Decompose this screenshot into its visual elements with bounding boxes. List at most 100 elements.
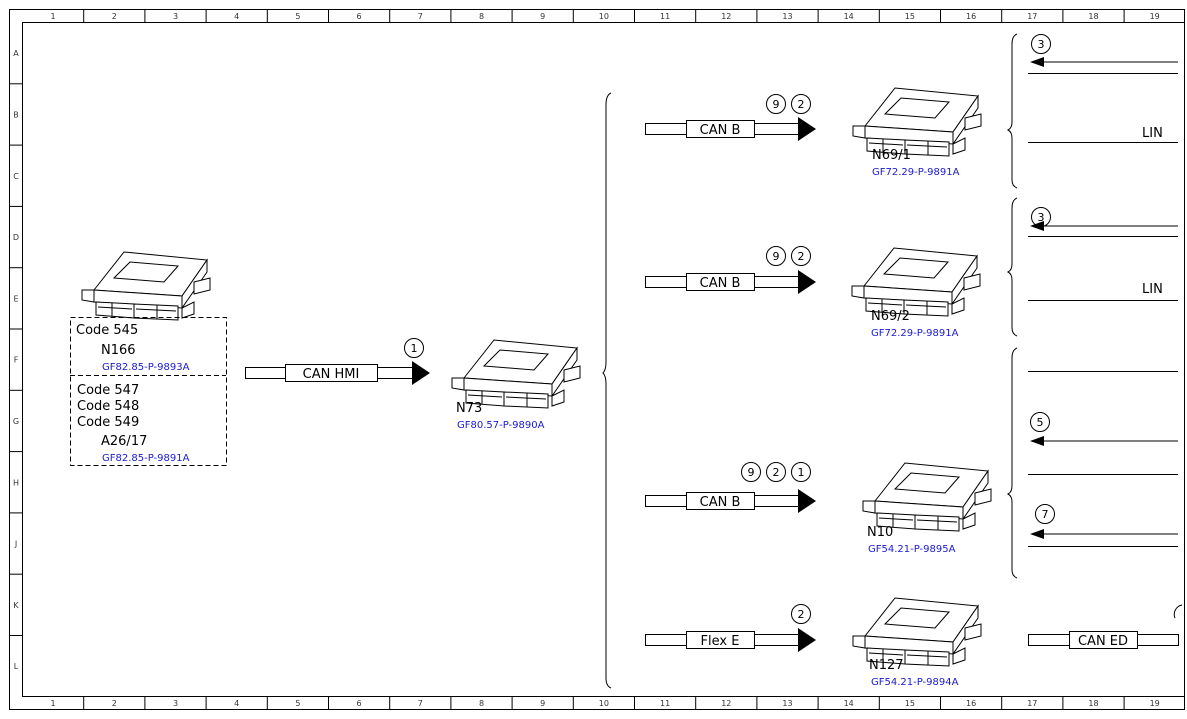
can-hmi-arrowhead	[412, 361, 430, 385]
bus-row-2: CAN B 9 2	[645, 246, 816, 294]
n69-2-ref-link[interactable]: GF72.29-P-9891A	[871, 328, 959, 339]
ruler-col-top-12: 12	[721, 12, 731, 21]
ruler-row-L: L	[14, 662, 19, 671]
row-3-badge-a: 9	[748, 466, 755, 479]
ruler-col-bottom-14: 14	[844, 699, 854, 708]
ruler-col-bottom-11: 11	[660, 699, 670, 708]
row-1-badge-a: 9	[773, 98, 780, 111]
ruler-col-top-8: 8	[479, 12, 484, 21]
can-ed-label: CAN ED	[1078, 634, 1128, 649]
row-3-bus-label: CAN B	[700, 495, 741, 510]
can-hmi-badge-circle	[404, 338, 424, 358]
row-2-arrowhead	[798, 270, 816, 294]
row-4-bus-label: Flex E	[701, 634, 740, 649]
ruler-col-top-7: 7	[418, 12, 423, 21]
row-1-arrowhead	[798, 117, 816, 141]
ruler-col-top-16: 16	[966, 12, 976, 21]
bus-row-1: CAN B 9 2	[645, 94, 816, 141]
row-4-badge-a: 2	[798, 608, 805, 621]
ruler-col-top-3: 3	[173, 12, 178, 21]
ruler-col-bottom-12: 12	[721, 699, 731, 708]
ecu-icon-n127	[852, 597, 982, 667]
ruler-col-top-6: 6	[357, 12, 362, 21]
ruler-row-E: E	[13, 294, 18, 303]
ruler-col-bottom-6: 6	[357, 699, 362, 708]
ruler-col-bottom-9: 9	[540, 699, 545, 708]
code-549-label: Code 549	[77, 415, 139, 430]
bus-brace	[602, 92, 612, 689]
code-545-label: Code 545	[76, 323, 138, 338]
code-547-label: Code 547	[77, 383, 139, 398]
n69-1-label: N69/1	[872, 148, 911, 163]
ruler-col-top-2: 2	[112, 12, 117, 21]
right-lin-2: LIN	[1142, 282, 1163, 297]
right-brace-3	[1006, 347, 1018, 579]
ruler-col-top-5: 5	[295, 12, 300, 21]
n69-2-label: N69/2	[871, 309, 910, 324]
row-2-badge-b: 2	[798, 250, 805, 263]
n73-ref-link[interactable]: GF80.57-P-9890A	[457, 420, 545, 431]
n10-ref-link[interactable]: GF54.21-P-9895A	[868, 544, 956, 555]
bus-can-hmi: CAN HMI 1	[245, 338, 430, 385]
right-badge-c: 5	[1037, 416, 1044, 429]
n127-label: N127	[869, 658, 904, 673]
ecu-icon-n73	[451, 339, 581, 409]
right-brace-1	[1006, 33, 1018, 189]
n69-1-ref-link[interactable]: GF72.29-P-9891A	[872, 167, 960, 178]
ruler-col-bottom-5: 5	[295, 699, 300, 708]
a26-label: A26/17	[101, 434, 147, 449]
ruler-col-bottom-13: 13	[782, 699, 792, 708]
code-548-label: Code 548	[77, 399, 139, 414]
ruler-row-K: K	[13, 601, 19, 610]
ecu-icon-n10	[862, 462, 992, 532]
n73-label: N73	[456, 401, 482, 416]
row-1-badge-b: 2	[798, 98, 805, 111]
ruler-col-top-4: 4	[234, 12, 239, 21]
row-3-badge-b: 2	[773, 466, 780, 479]
row-3-arrowhead	[798, 489, 816, 513]
right-badge-b: 3	[1038, 211, 1045, 224]
ruler-col-top-9: 9	[540, 12, 545, 21]
row-3-badge-c: 1	[798, 466, 805, 479]
a26-ref-link[interactable]: GF82.85-P-9891A	[102, 453, 190, 464]
bus-row-4: Flex E 2	[645, 604, 816, 652]
ruler-row-J: J	[14, 540, 17, 549]
outer-frame	[9, 9, 1185, 710]
n166-ref-link[interactable]: GF82.85-P-9893A	[102, 362, 190, 373]
right-lin-1: LIN	[1142, 126, 1163, 141]
ruler-col-bottom-19: 19	[1150, 699, 1160, 708]
ruler-col-bottom-4: 4	[234, 699, 239, 708]
right-badge-d: 7	[1042, 508, 1049, 521]
ruler-row-F: F	[14, 356, 19, 365]
ruler-col-top-19: 19	[1150, 12, 1160, 21]
ecu-icon-n166	[81, 251, 211, 321]
ruler-col-bottom-18: 18	[1088, 699, 1098, 708]
row-2-bus-label: CAN B	[700, 276, 741, 291]
ruler-col-bottom-16: 16	[966, 699, 976, 708]
ruler-col-top-13: 13	[782, 12, 792, 21]
ruler-col-bottom-2: 2	[112, 699, 117, 708]
ruler-col-bottom-8: 8	[479, 699, 484, 708]
can-hmi-badge: 1	[411, 342, 418, 355]
ruler-col-bottom-15: 15	[905, 699, 915, 708]
ruler-col-bottom-7: 7	[418, 699, 423, 708]
can-hmi-label: CAN HMI	[303, 367, 360, 382]
n127-ref-link[interactable]: GF54.21-P-9894A	[871, 677, 959, 688]
row-4-arrowhead	[798, 628, 816, 652]
ruler-col-top-18: 18	[1088, 12, 1098, 21]
ruler-col-bottom-17: 17	[1027, 699, 1037, 708]
ruler-col-top-10: 10	[599, 12, 609, 21]
ruler-col-top-11: 11	[660, 12, 670, 21]
ruler-row-G: G	[13, 417, 19, 426]
inner-frame	[22, 22, 1185, 697]
ruler-col-top-1: 1	[51, 12, 56, 21]
ecu-icon-n69-2	[851, 247, 981, 317]
row-2-badge-a: 9	[773, 250, 780, 263]
ruler-row-D: D	[13, 233, 19, 242]
ruler-col-top-15: 15	[905, 12, 915, 21]
ruler-col-top-17: 17	[1027, 12, 1037, 21]
